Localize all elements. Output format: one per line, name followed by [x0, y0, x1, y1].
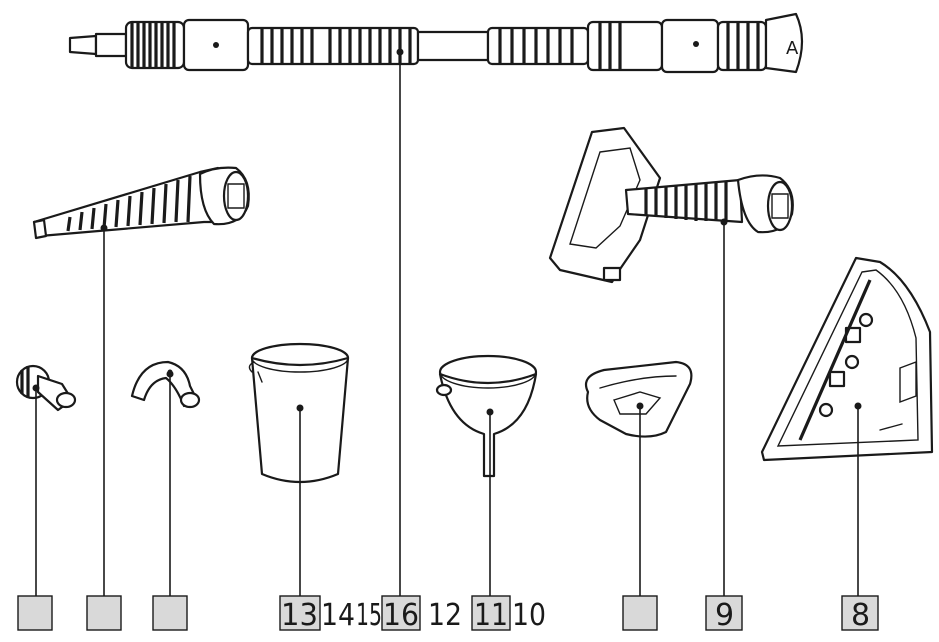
label-box-11 [471, 595, 511, 631]
label-8: 8 [851, 598, 870, 633]
cloth-pad [584, 360, 693, 438]
label-box-blank-3 [152, 595, 188, 631]
label-box-8 [841, 595, 879, 631]
label-10: 10 [512, 598, 546, 633]
label-box-16 [381, 595, 421, 631]
label-box-13 [279, 595, 321, 631]
angled-nozzle [15, 364, 77, 412]
label-box-blank-2 [86, 595, 122, 631]
label-11: 11 [474, 598, 508, 633]
label-12: 12 [428, 598, 462, 633]
extension-hose: A [68, 12, 804, 74]
measuring-cup [248, 342, 350, 484]
floor-head-tool [548, 126, 794, 284]
leader-lines [32, 48, 862, 596]
hose-letter: A [786, 38, 799, 59]
label-box-blank-1 [17, 595, 53, 631]
label-15: 15 [356, 598, 382, 633]
tapered-nozzle [32, 166, 250, 240]
label-box-9 [705, 595, 743, 631]
floor-cleaning-head [760, 256, 934, 462]
curved-nozzle [130, 360, 201, 409]
label-9: 9 [715, 598, 734, 633]
label-16: 16 [383, 598, 419, 633]
label-14: 14 [321, 598, 355, 633]
label-13: 13 [281, 598, 318, 633]
label-box-blank-4 [622, 595, 658, 631]
funnel [435, 354, 538, 478]
